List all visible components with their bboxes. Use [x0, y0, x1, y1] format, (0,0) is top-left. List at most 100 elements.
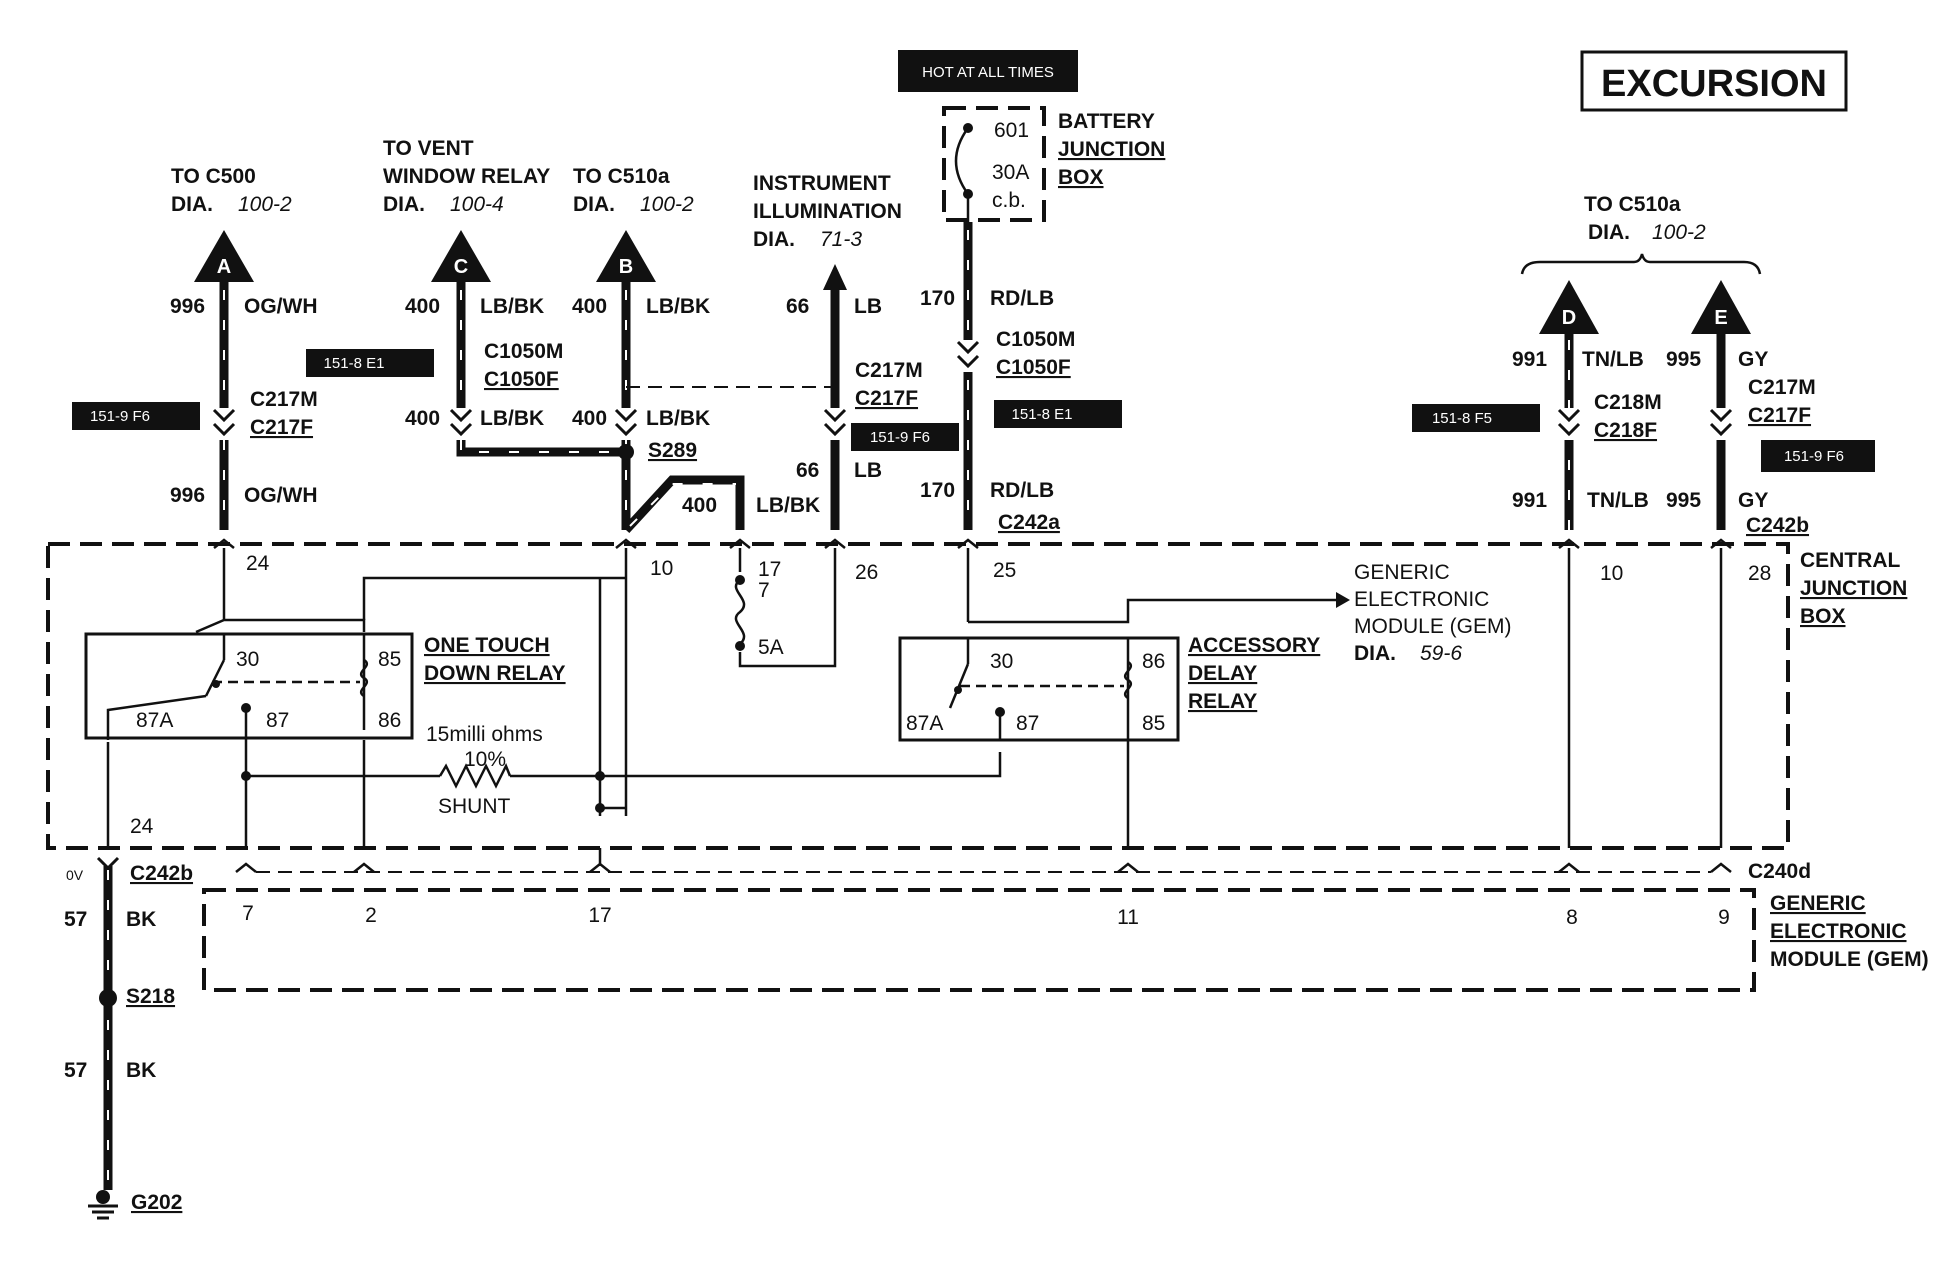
pin-24: 24: [246, 552, 270, 575]
relay2-line3: RELAY: [1188, 690, 1257, 713]
c240d-connector-chevrons: [235, 862, 1732, 873]
ref-tag-6: [1761, 440, 1875, 472]
relay2-pin86: 86: [1142, 650, 1165, 673]
relay2-contact-87: [995, 707, 1005, 717]
ground-symbol: [88, 1190, 118, 1220]
c218m: C218M: [1594, 391, 1662, 414]
relay2-pin85: 85: [1142, 712, 1165, 735]
wire-57-num-bot: 57: [64, 1059, 87, 1082]
ref-tag-4: [994, 400, 1122, 428]
battery-junction-box-outline: [942, 106, 1046, 222]
relay2-pin87: 87: [1016, 712, 1039, 735]
arrow-a: [194, 230, 254, 282]
wire-400c-num-top: 400: [405, 295, 440, 318]
pin-24-bottom: 24: [130, 815, 154, 838]
dest-c-line1: TO VENT: [383, 137, 474, 160]
wire-995-color-bot: GY: [1738, 489, 1768, 512]
dest-b-line1: TO C510a: [573, 165, 670, 188]
cjb-top-pin-chevrons: [213, 538, 1732, 549]
dest-instrument-dia: DIA.: [753, 228, 795, 251]
gem-pin-7: 7: [242, 902, 254, 925]
relay1-pin85: 85: [378, 648, 401, 671]
ref-tag-5-text: 151-8 F5: [1432, 410, 1492, 427]
battery-jb-line2: JUNCTION: [1058, 138, 1165, 161]
ref-tag-5: [1412, 404, 1540, 432]
ref-tag-2: [306, 349, 434, 377]
arrow-d: [1539, 280, 1599, 334]
splice-s289: [618, 444, 634, 460]
splice-s218: [99, 989, 117, 1007]
dest-instrument-line1: INSTRUMENT: [753, 172, 891, 195]
gem-line1: GENERIC: [1770, 892, 1866, 915]
arrow-d-letter: D: [1562, 307, 1576, 329]
arrow-e: [1691, 280, 1751, 334]
dest-instrument-page: 71-3: [820, 228, 862, 251]
dest-de-brace: [1520, 253, 1762, 275]
gem-ref-arrow: [1336, 592, 1350, 608]
dest-b-page: 100-2: [640, 193, 694, 216]
shunt-node-left: [241, 771, 251, 781]
arrow-c: [431, 230, 491, 282]
c242a: C242a: [998, 511, 1060, 534]
shunt-tolerance: 10%: [464, 748, 506, 771]
arrow-b: [596, 230, 656, 282]
c217m-b: C217M: [855, 359, 923, 382]
gem-ref-dia: DIA.: [1354, 642, 1396, 665]
arrow-b-letter: B: [619, 256, 633, 278]
wire-66-num-top: 66: [786, 295, 809, 318]
fuse-5a: [734, 575, 746, 651]
gem-line2: ELECTRONIC: [1770, 920, 1907, 943]
wire-400-b: [621, 282, 745, 534]
gem-pin-9: 9: [1718, 906, 1730, 929]
relay1-pin87: 87: [266, 709, 289, 732]
dest-a-page: 100-2: [238, 193, 292, 216]
relay1-line2: DOWN RELAY: [424, 662, 566, 685]
wire-996-num-bot: 996: [170, 484, 205, 507]
cb-terminal-top: [963, 123, 973, 133]
relay1-pin87a: 87A: [136, 709, 173, 732]
pin-25: 25: [993, 559, 1016, 582]
shunt-resistor: [438, 762, 512, 789]
gem-pin-2: 2: [365, 904, 377, 927]
wire-400-jumper-color: LB/BK: [756, 494, 820, 517]
ref-tag-6-text: 151-9 F6: [1784, 448, 1844, 465]
c1050f-b: C1050F: [996, 356, 1071, 379]
pin-28: 28: [1748, 562, 1771, 585]
wire-995-num-top: 995: [1666, 348, 1701, 371]
c217f-b: C217F: [855, 387, 918, 410]
one-touch-relay-internals: [106, 634, 369, 740]
wire-400c-num-bot: 400: [405, 407, 440, 430]
central-junction-box-outline: [46, 542, 1790, 850]
arrow-c-letter: C: [454, 256, 468, 278]
pin-17: 17: [758, 558, 781, 581]
battery-jb-line1: BATTERY: [1058, 110, 1155, 133]
battery-jb-line3: BOX: [1058, 166, 1104, 189]
dest-a-line1: TO C500: [171, 165, 256, 188]
cjb-line2: JUNCTION: [1800, 577, 1907, 600]
c217m-c: C217M: [1748, 376, 1816, 399]
ref-tag-1-text: 151-9 F6: [90, 408, 150, 425]
arrow-e-letter: E: [1714, 307, 1727, 329]
hot-at-all-times-tag: [898, 50, 1078, 92]
accessory-relay-internals: [948, 638, 1133, 740]
arrow-a-letter: A: [217, 256, 231, 278]
wire-400c-color-bot: LB/BK: [480, 407, 544, 430]
c217f-c: C217F: [1748, 404, 1811, 427]
relay1-contact-87: [241, 703, 251, 713]
dest-de-dia: DIA.: [1588, 221, 1630, 244]
dest-c-page: 100-4: [450, 193, 504, 216]
gem-ref-line2: ELECTRONIC: [1354, 588, 1489, 611]
wire-991-num-bot: 991: [1512, 489, 1547, 512]
cjb-line3: BOX: [1800, 605, 1846, 628]
arrow-instrument: [823, 264, 847, 290]
ref-tag-4-text: 151-8 E1: [1012, 406, 1073, 423]
shunt-node-right: [595, 771, 605, 781]
ref-tag-3: [851, 423, 959, 451]
gem-pin-11: 11: [1117, 906, 1139, 929]
wire-991-color-bot: TN/LB: [1587, 489, 1649, 512]
wire-991-color-top: TN/LB: [1582, 348, 1644, 371]
relay2-armature: [954, 686, 962, 694]
wire-400-jumper-num: 400: [682, 494, 717, 517]
wire-400c-color-top: LB/BK: [480, 295, 544, 318]
